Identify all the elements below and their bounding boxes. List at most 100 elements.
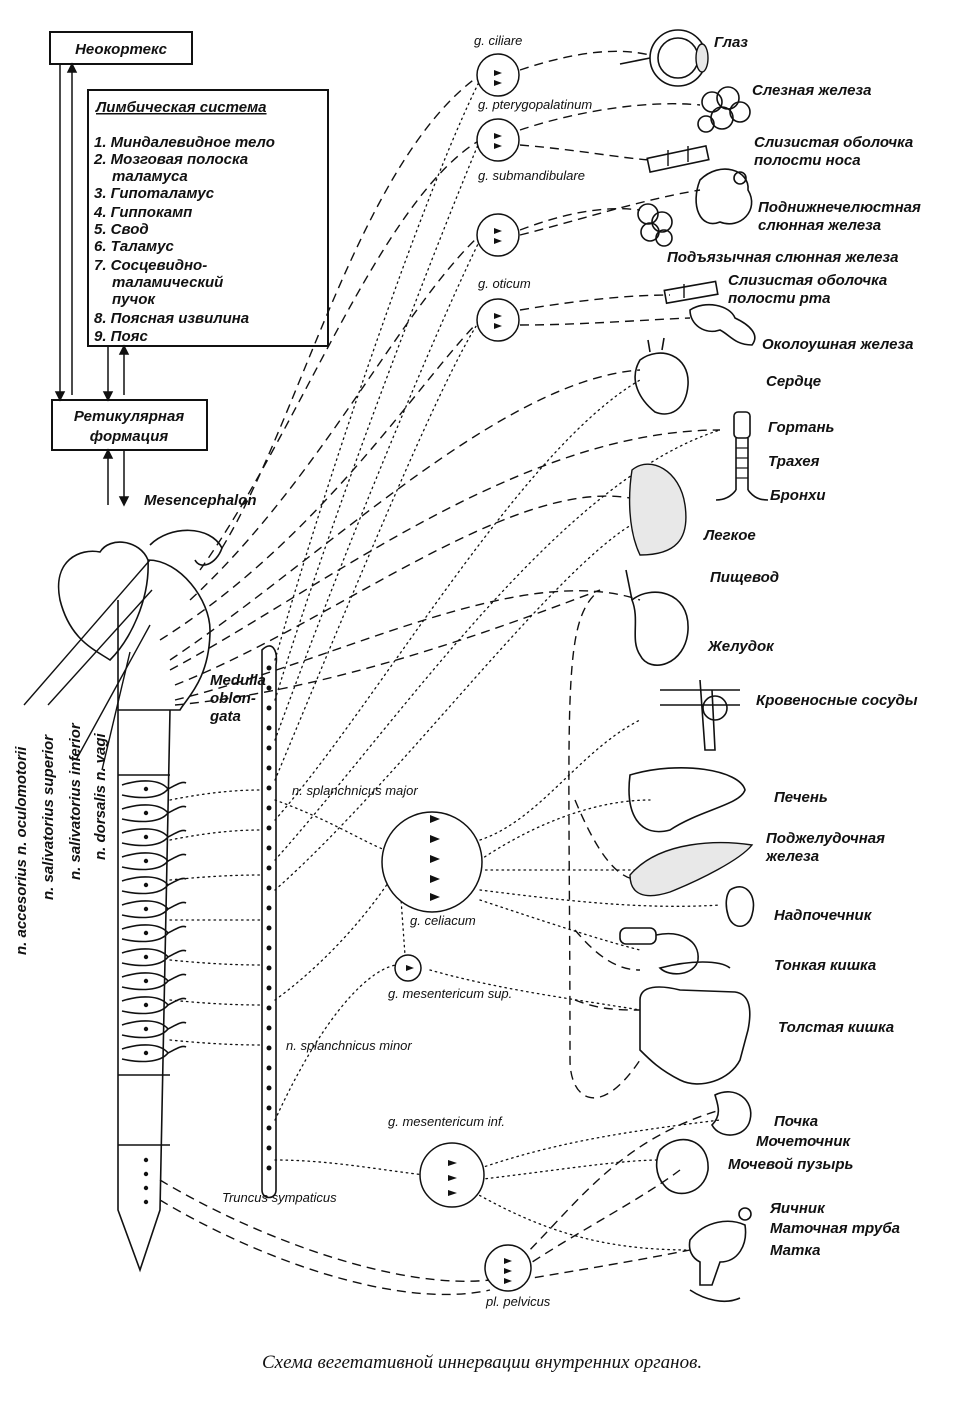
trunk-ganglion — [266, 665, 272, 671]
organ-label-trachea: Трахея — [768, 453, 820, 470]
organ-label-bronchi: Бронхи — [770, 487, 826, 504]
trunk-ganglion — [266, 865, 272, 871]
ganglion-pterygopalatinum — [476, 118, 520, 162]
organ-label-esophagus: Пищевод — [710, 569, 779, 586]
sympathetic-lines — [169, 79, 721, 1251]
trunk-ganglion — [266, 685, 272, 691]
limbic-system-box: Лимбическая система 1. Миндалевидное тел… — [87, 89, 329, 347]
trunk-ganglion — [266, 965, 272, 971]
sacral-neuron — [143, 1171, 149, 1177]
spinal-neuron — [143, 906, 149, 912]
nucleus-label-4: n. dorsalis n. vagi — [92, 732, 109, 860]
ganglion-label: Truncus sympaticus — [222, 1190, 337, 1205]
ganglion-celiacum — [381, 811, 483, 913]
ganglion-mesentericum-sup — [394, 954, 422, 982]
organ-label-pancreas: железа — [765, 848, 819, 865]
trunk-ganglion — [266, 1005, 272, 1011]
organ-label-lung: Легкое — [703, 527, 756, 544]
medulla-label-2: oblon- — [210, 690, 256, 707]
limbic-item: таламический — [112, 274, 223, 291]
ganglion-oticum — [476, 298, 520, 342]
spinal-root — [167, 1045, 187, 1054]
organ-label-liver: Печень — [774, 789, 828, 806]
trunk-ganglion — [266, 1165, 272, 1171]
spinal-root — [167, 853, 187, 862]
neocortex-label: Неокортекс — [75, 41, 168, 58]
spinal-segments — [121, 780, 187, 1205]
limbic-item: таламуса — [112, 168, 188, 185]
nucleus-pointer-lines — [23, 559, 153, 771]
trunk-ganglion — [266, 1025, 272, 1031]
ganglion-ciliare — [476, 53, 520, 97]
limbic-title: Лимбическая система — [95, 99, 267, 116]
trunk-ganglion — [266, 805, 272, 811]
spinal-root — [167, 829, 187, 838]
organ-label-mouth: Слизистая оболочка — [728, 272, 887, 289]
limbic-item: пучок — [112, 291, 156, 308]
organ-label-small-intestine: Тонкая кишка — [774, 957, 876, 974]
kidney-drawing — [711, 1091, 752, 1136]
larynx-trachea-drawing — [715, 411, 769, 501]
organ-label-parotid: Околоушная железа — [762, 336, 913, 353]
organ-label-mouth: полости рта — [728, 290, 830, 307]
ganglion-label: pl. pelvicus — [485, 1294, 551, 1309]
spinal-root — [167, 925, 187, 934]
trunk-ganglion — [266, 945, 272, 951]
small-intestine-drawing — [619, 927, 731, 975]
trunk-ganglion — [266, 745, 272, 751]
sacral-neuron — [143, 1157, 149, 1163]
ganglion-submandibulare — [476, 213, 520, 257]
organ-label-adrenal: Надпочечник — [774, 907, 873, 924]
organ-label-bladder: Мочевой пузырь — [728, 1156, 853, 1173]
organ-label-large-intestine: Толстая кишка — [778, 1019, 894, 1036]
organ-label-eye: Глаз — [714, 34, 748, 51]
organ-label-tube: Маточная труба — [770, 1220, 900, 1237]
spinal-root — [167, 973, 187, 982]
ganglion-label: g. submandibulare — [478, 168, 585, 183]
organ-label-submandibular: Поднижнечелюстная — [758, 199, 921, 216]
reticular-formation-box: Ретикулярная формация — [51, 399, 208, 451]
ganglion-label: g. mesentericum inf. — [388, 1114, 505, 1129]
spinal-root — [167, 877, 187, 886]
organ-label-pancreas: Поджелудочная — [766, 830, 885, 847]
nucleus-label-1: n. accesorius n. oculomotorii — [13, 746, 30, 955]
medulla-label-1: Medulla — [210, 672, 266, 689]
spinal-neuron — [143, 1026, 149, 1032]
ganglion-label: g. ciliare — [474, 33, 522, 48]
plexus-pelvicus — [484, 1244, 532, 1292]
spinal-neuron — [143, 978, 149, 984]
ganglion-label: g. oticum — [478, 276, 531, 291]
sublingual-gland-drawing — [637, 203, 673, 247]
organ-label-uterus: Матка — [770, 1242, 821, 1259]
oral-mucosa-drawing — [663, 280, 719, 305]
spinal-neuron — [143, 858, 149, 864]
organ-label-submandibular: слюнная железа — [758, 217, 881, 234]
trunk-ganglion — [266, 985, 272, 991]
limbic-item: 7. Сосцевидно- — [94, 257, 207, 274]
trunk-ganglion — [266, 885, 272, 891]
pancreas-drawing — [629, 841, 754, 897]
organ-label-ovary: Яичник — [769, 1200, 826, 1217]
nucleus-label-3: n. salivatorius inferior — [67, 722, 84, 880]
ganglion-label: n. splanchnicus major — [292, 783, 418, 798]
sympathetic-trunk — [261, 645, 278, 1199]
mesencephalon-label: Mesencephalon — [144, 492, 257, 509]
figure-caption: Схема вегетативной иннервации внутренних… — [262, 1352, 702, 1373]
large-intestine-drawing — [639, 986, 751, 1085]
trunk-ganglion — [266, 1125, 272, 1131]
limbic-item: 2. Мозговая полоска — [93, 151, 248, 168]
trunk-ganglion — [266, 785, 272, 791]
ganglion-label: n. splanchnicus minor — [286, 1038, 412, 1053]
adrenal-drawing — [725, 886, 755, 928]
liver-drawing — [628, 766, 746, 833]
eye-drawing — [619, 29, 709, 87]
trunk-ganglion — [266, 1065, 272, 1071]
neocortex-box: Неокортекс — [49, 31, 193, 65]
spinal-root — [167, 781, 187, 790]
trunk-ganglion — [266, 765, 272, 771]
spinal-neuron — [143, 834, 149, 840]
spinal-root — [167, 805, 187, 814]
organ-label-lacrimal: Слезная железа — [752, 82, 871, 99]
organ-label-heart: Сердце — [766, 373, 821, 390]
